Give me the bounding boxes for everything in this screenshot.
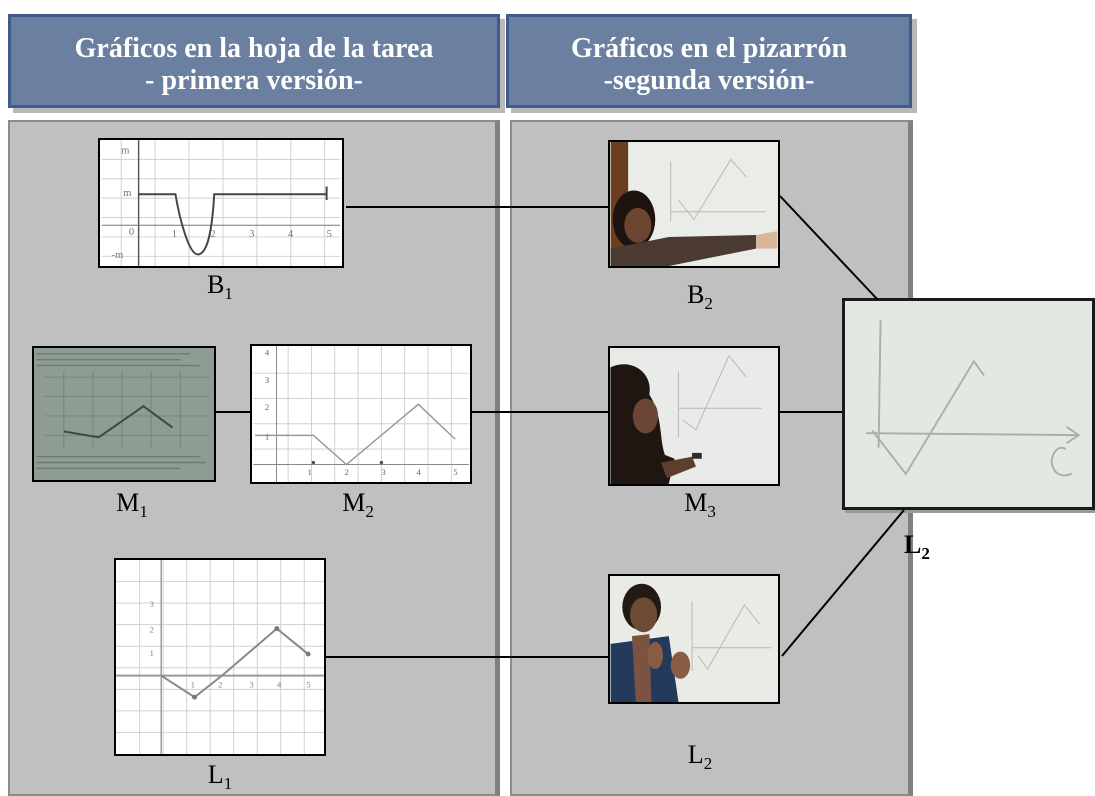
b1-xtick-2: 2 <box>210 229 215 240</box>
header-right-line1: Gráficos en el pizarrón <box>570 33 848 64</box>
label-l1: L1 <box>180 760 260 794</box>
graph-b1-plot: m m 0 -m 1 2 3 4 5 <box>101 140 341 266</box>
label-l1-sub: 1 <box>223 774 233 794</box>
b1-ytick-2: m <box>123 188 132 199</box>
zoom-l2-whiteboard <box>842 298 1095 510</box>
label-l2-zoom-letter: L <box>904 530 922 559</box>
l1-xtick-1: 1 <box>191 679 195 689</box>
graph-l1-plot: 3 2 1 1 2 3 4 5 <box>116 560 324 754</box>
label-l2: L2 <box>660 740 740 774</box>
l1-ytick-3: 3 <box>149 599 154 609</box>
b1-xtick-4: 4 <box>288 229 294 240</box>
label-m1-letter: M <box>116 488 140 517</box>
photo-m3 <box>608 346 780 486</box>
label-m1: M1 <box>92 488 172 522</box>
zoom-l2-plot <box>845 301 1092 507</box>
l1-xtick-3: 3 <box>249 679 254 689</box>
header-second-version: Gráficos en el pizarrón -segunda versión… <box>506 14 912 108</box>
l1-ytick-1: 1 <box>149 648 153 658</box>
label-l1-letter: L <box>207 760 224 789</box>
photo-m3-scene <box>610 348 778 484</box>
label-m2: M2 <box>318 488 398 522</box>
m2-ytick-1: 1 <box>265 431 269 441</box>
label-l2-sub: 2 <box>703 754 713 774</box>
m2-ytick-3: 3 <box>265 375 270 385</box>
label-b2: B2 <box>660 280 740 314</box>
label-l2-zoom: L2 <box>904 530 964 564</box>
m2-xtick-4: 4 <box>416 467 421 477</box>
photo-b2-scene <box>610 142 778 266</box>
label-b2-sub: 2 <box>704 294 713 314</box>
l1-xtick-4: 4 <box>277 679 282 689</box>
photo-m1-sheet <box>34 348 214 480</box>
graph-m2-plot: 4 3 2 1 1 2 3 4 5 <box>253 346 469 482</box>
label-m1-sub: 1 <box>139 502 148 522</box>
header-right-line2: -segunda versión- <box>603 65 815 96</box>
b1-ytick-1: m <box>121 146 130 157</box>
photo-l2 <box>608 574 780 704</box>
m2-xtick-5: 5 <box>453 467 458 477</box>
label-b2-letter: B <box>687 280 705 309</box>
m2-xtick-1: 1 <box>308 467 312 477</box>
b1-ytick-4: -m <box>111 250 124 261</box>
photo-l2-scene <box>610 576 778 702</box>
b1-xtick-5: 5 <box>327 229 332 240</box>
label-l2-zoom-sub: 2 <box>921 544 930 564</box>
b1-xtick-1: 1 <box>172 229 177 240</box>
photo-b2 <box>608 140 780 268</box>
label-m2-sub: 2 <box>365 502 374 522</box>
graph-l1: 3 2 1 1 2 3 4 5 <box>114 558 326 756</box>
label-m3-sub: 3 <box>707 502 716 522</box>
header-left-line2: - primera versión- <box>145 65 363 96</box>
photo-m1 <box>32 346 216 482</box>
label-b1: B1 <box>180 270 260 304</box>
m2-ytick-4: 4 <box>265 348 270 358</box>
label-l2-letter: L <box>687 740 704 769</box>
l1-xtick-2: 2 <box>218 679 222 689</box>
l1-xtick-5: 5 <box>306 679 311 689</box>
l1-ytick-2: 2 <box>149 625 153 635</box>
label-m2-letter: M <box>342 488 366 517</box>
header-left-line1: Gráficos en la hoja de la tarea <box>74 33 434 64</box>
graph-m2: 4 3 2 1 1 2 3 4 5 <box>250 344 472 484</box>
m2-xtick-2: 2 <box>344 467 348 477</box>
label-m3: M3 <box>660 488 740 522</box>
header-first-version: Gráficos en la hoja de la tarea - primer… <box>8 14 500 108</box>
b1-ytick-3: 0 <box>129 227 134 238</box>
label-b1-sub: 1 <box>224 284 233 304</box>
b1-xtick-3: 3 <box>249 229 254 240</box>
label-m3-letter: M <box>684 488 708 517</box>
label-b1-letter: B <box>207 270 225 299</box>
graph-b1: m m 0 -m 1 2 3 4 5 <box>98 138 344 268</box>
m2-ytick-2: 2 <box>265 402 269 412</box>
m2-xtick-3: 3 <box>381 467 386 477</box>
